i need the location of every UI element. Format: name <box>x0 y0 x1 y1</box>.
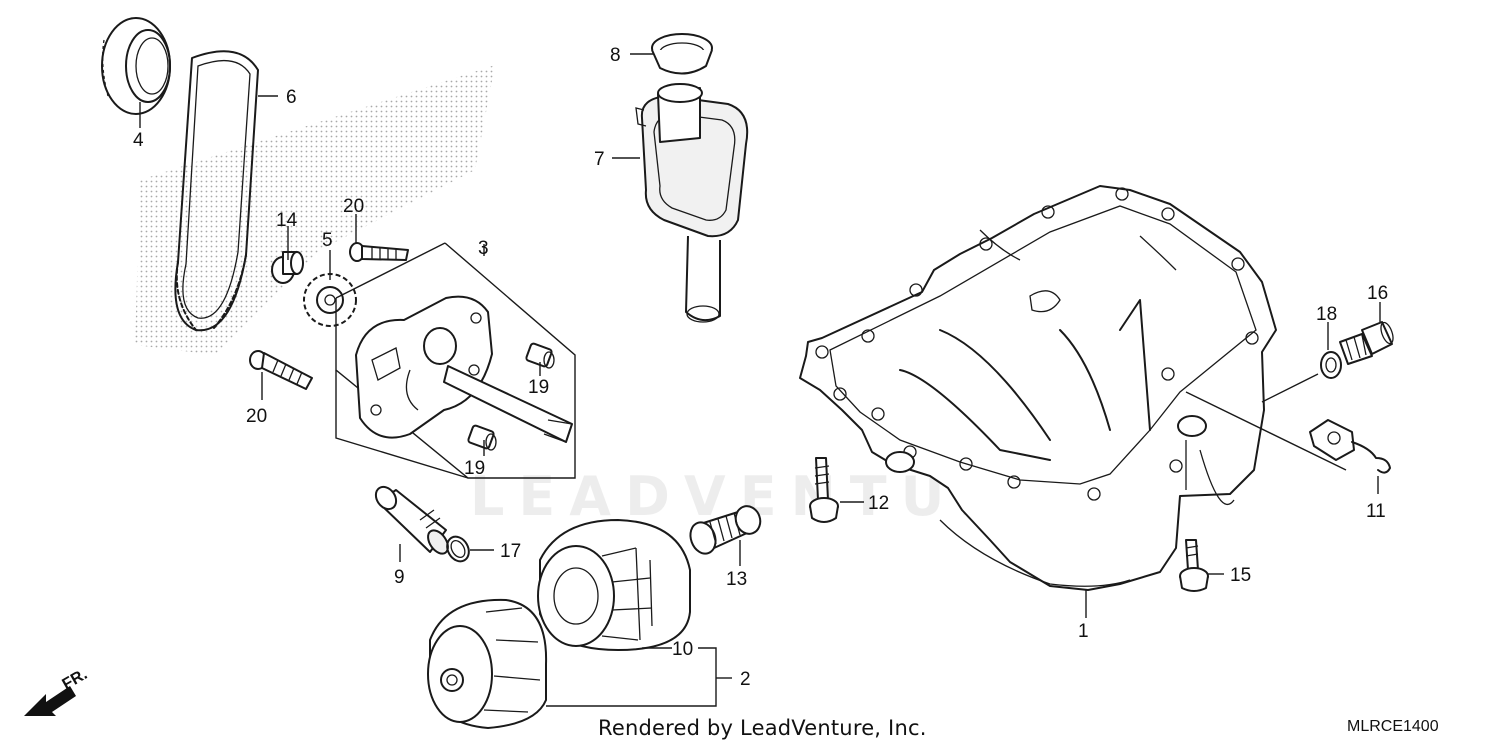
callout-1: 1 <box>1078 621 1089 642</box>
callout-16: 16 <box>1367 283 1388 304</box>
callout-2: 2 <box>740 669 751 690</box>
callout-10: 10 <box>672 639 693 660</box>
front-direction-arrow <box>24 686 76 716</box>
callout-9: 9 <box>394 567 405 588</box>
callout-14: 14 <box>276 210 298 231</box>
callout-labels: 1 2 3 4 5 6 7 8 9 10 11 12 13 14 15 16 1… <box>60 45 1389 693</box>
oil-strainer-part <box>635 83 749 323</box>
o-ring-part <box>446 535 470 563</box>
leader-lines <box>139 53 1381 707</box>
sealing-washer-part <box>1320 351 1342 379</box>
bolt-20-lower <box>249 350 313 390</box>
credit-text: Rendered by LeadVenture, Inc. <box>598 716 927 740</box>
callout-6: 6 <box>286 87 297 108</box>
oil-pump-body <box>355 295 573 443</box>
callout-18: 18 <box>1316 304 1337 325</box>
chain-part <box>174 50 259 332</box>
callout-4: 4 <box>133 130 144 151</box>
bolt-20-upper <box>349 242 409 262</box>
callout-17: 17 <box>500 541 521 562</box>
callout-15: 15 <box>1230 565 1251 586</box>
pump-sprocket-part <box>303 273 357 327</box>
bolt-15-part <box>1179 539 1209 592</box>
callout-20-upper: 20 <box>343 196 364 217</box>
callout-5: 5 <box>322 230 333 251</box>
stipple-shading <box>135 65 495 355</box>
hose-clip-part <box>1309 419 1391 474</box>
bolt-12-part <box>809 457 839 523</box>
pump-assembly-bracket <box>335 242 576 479</box>
callout-7: 7 <box>594 149 605 170</box>
front-direction-label: FR. <box>60 666 91 694</box>
callout-13: 13 <box>726 569 747 590</box>
oil-filter-alt-part <box>427 598 548 729</box>
dowel-pin-lower <box>467 424 497 451</box>
callout-20-lower: 20 <box>246 406 267 427</box>
relief-valve-part <box>374 485 449 555</box>
seal-cap-part <box>651 33 713 75</box>
callout-11: 11 <box>1366 501 1386 522</box>
drive-sprocket-part <box>101 17 171 115</box>
diagram-code: MLRCE1400 <box>1347 718 1439 735</box>
callout-19-upper: 19 <box>528 377 549 398</box>
drain-bolt-part <box>1339 321 1394 365</box>
oil-filter-part <box>537 519 691 651</box>
oil-filter-nipple-part <box>689 505 762 555</box>
callout-8: 8 <box>610 45 621 66</box>
collar-part <box>271 251 304 284</box>
dowel-pin-upper <box>525 342 555 369</box>
callout-19-lower: 19 <box>464 458 485 479</box>
oil-pan-part <box>799 185 1277 591</box>
callout-3: 3 <box>478 238 489 259</box>
callout-12: 12 <box>868 493 889 514</box>
